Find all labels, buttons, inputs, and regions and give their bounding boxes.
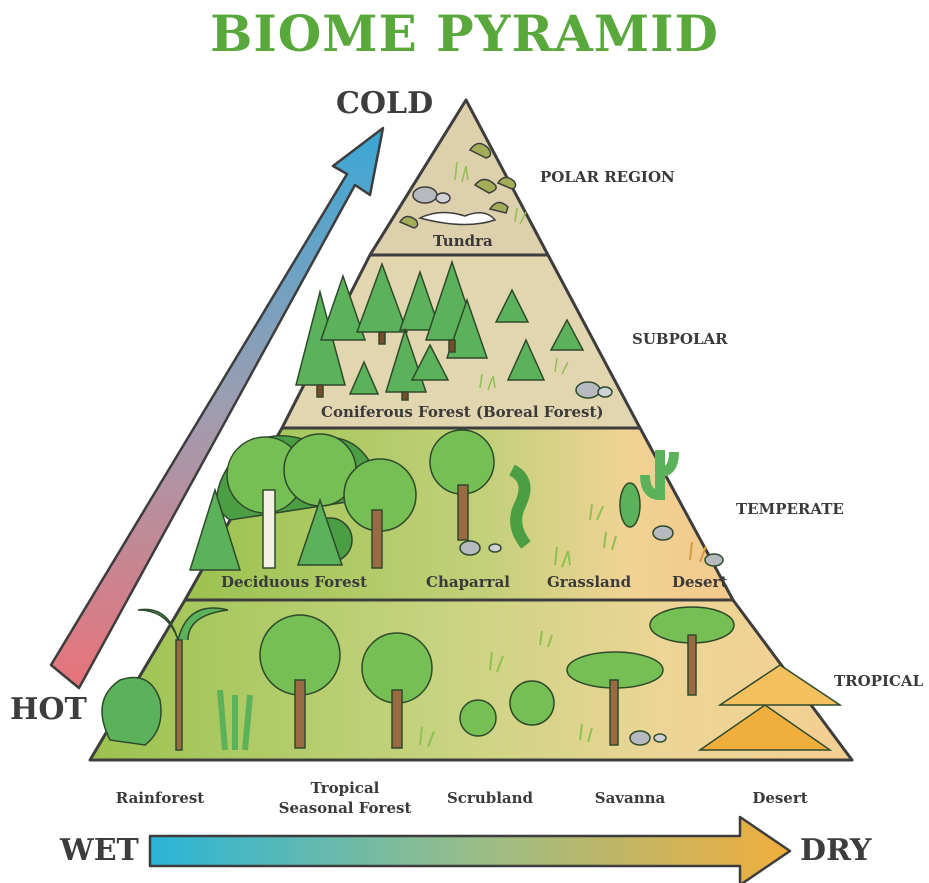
biome-tropical-seasonal-line1: Tropical bbox=[260, 778, 430, 798]
zone-polar-region: POLAR REGION bbox=[540, 168, 675, 186]
biome-savanna: Savanna bbox=[575, 788, 685, 808]
wet-label: WET bbox=[60, 833, 139, 868]
biome-tropical-seasonal-forest: Tropical Seasonal Forest bbox=[260, 778, 430, 818]
zone-subpolar: SUBPOLAR bbox=[632, 330, 728, 348]
zone-tropical: TROPICAL bbox=[834, 672, 923, 690]
biome-desert-temperate: Desert bbox=[672, 573, 727, 591]
dry-label: DRY bbox=[800, 833, 871, 868]
cold-label: COLD bbox=[336, 86, 433, 121]
biome-scrubland: Scrubland bbox=[435, 788, 545, 808]
biome-deciduous-forest: Deciduous Forest bbox=[221, 573, 367, 591]
biome-tundra: Tundra bbox=[433, 232, 493, 250]
zone-temperate: TEMPERATE bbox=[736, 500, 844, 518]
biome-desert-tropical: Desert bbox=[725, 788, 835, 808]
hot-label: HOT bbox=[10, 692, 87, 727]
biome-coniferous-forest: Coniferous Forest (Boreal Forest) bbox=[321, 403, 604, 421]
biome-chaparral: Chaparral bbox=[426, 573, 510, 591]
biome-tropical-seasonal-line2: Seasonal Forest bbox=[260, 798, 430, 818]
wet-dry-arrow bbox=[150, 817, 790, 883]
biome-grassland: Grassland bbox=[547, 573, 631, 591]
biome-rainforest: Rainforest bbox=[100, 788, 220, 808]
